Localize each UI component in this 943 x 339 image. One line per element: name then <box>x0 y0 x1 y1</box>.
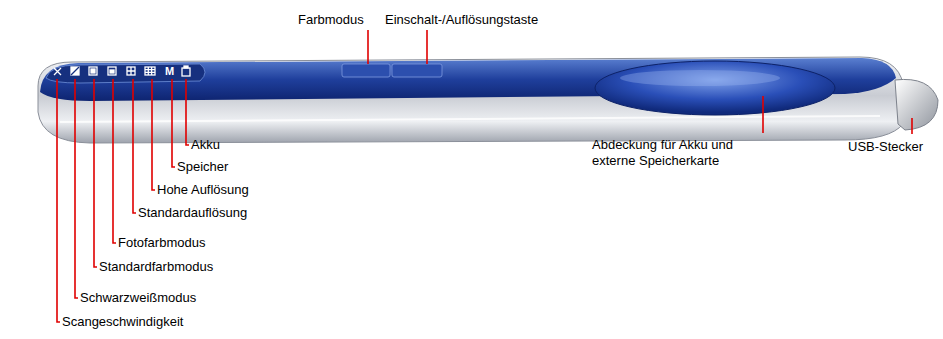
part-label: Standardfarbmodus <box>99 259 213 275</box>
leader-line <box>172 79 175 167</box>
leader-line <box>133 79 136 213</box>
part-label: Hohe Auflösung <box>157 182 249 198</box>
leader-line <box>113 79 116 243</box>
scanner-body <box>38 57 938 143</box>
leader-line <box>94 79 97 267</box>
part-label: Einschalt-/Auflösungstaste <box>385 12 538 28</box>
leader-line <box>367 30 369 64</box>
leader-line <box>152 79 155 190</box>
part-label: Schwarzweißmodus <box>80 290 196 306</box>
part-label: USB-Stecker <box>848 139 923 155</box>
part-label: Abdeckung für Akku und externe Speicherk… <box>592 137 767 169</box>
leader-line <box>426 30 428 64</box>
leader-lines <box>57 30 912 322</box>
leader-line <box>57 79 60 322</box>
part-label: Standardauflösung <box>138 205 247 221</box>
leader-line <box>186 79 189 145</box>
leader-line <box>762 96 764 133</box>
part-label: Akku <box>191 137 220 153</box>
part-label: Farbmodus <box>298 12 364 28</box>
part-label: Scangeschwindigkeit <box>62 314 183 330</box>
status-icons <box>54 66 190 76</box>
leader-line <box>911 118 913 134</box>
part-label: Fotofarbmodus <box>118 235 205 251</box>
leader-line <box>75 79 78 298</box>
device-marking: M <box>165 65 174 77</box>
part-label: Speicher <box>177 159 228 175</box>
